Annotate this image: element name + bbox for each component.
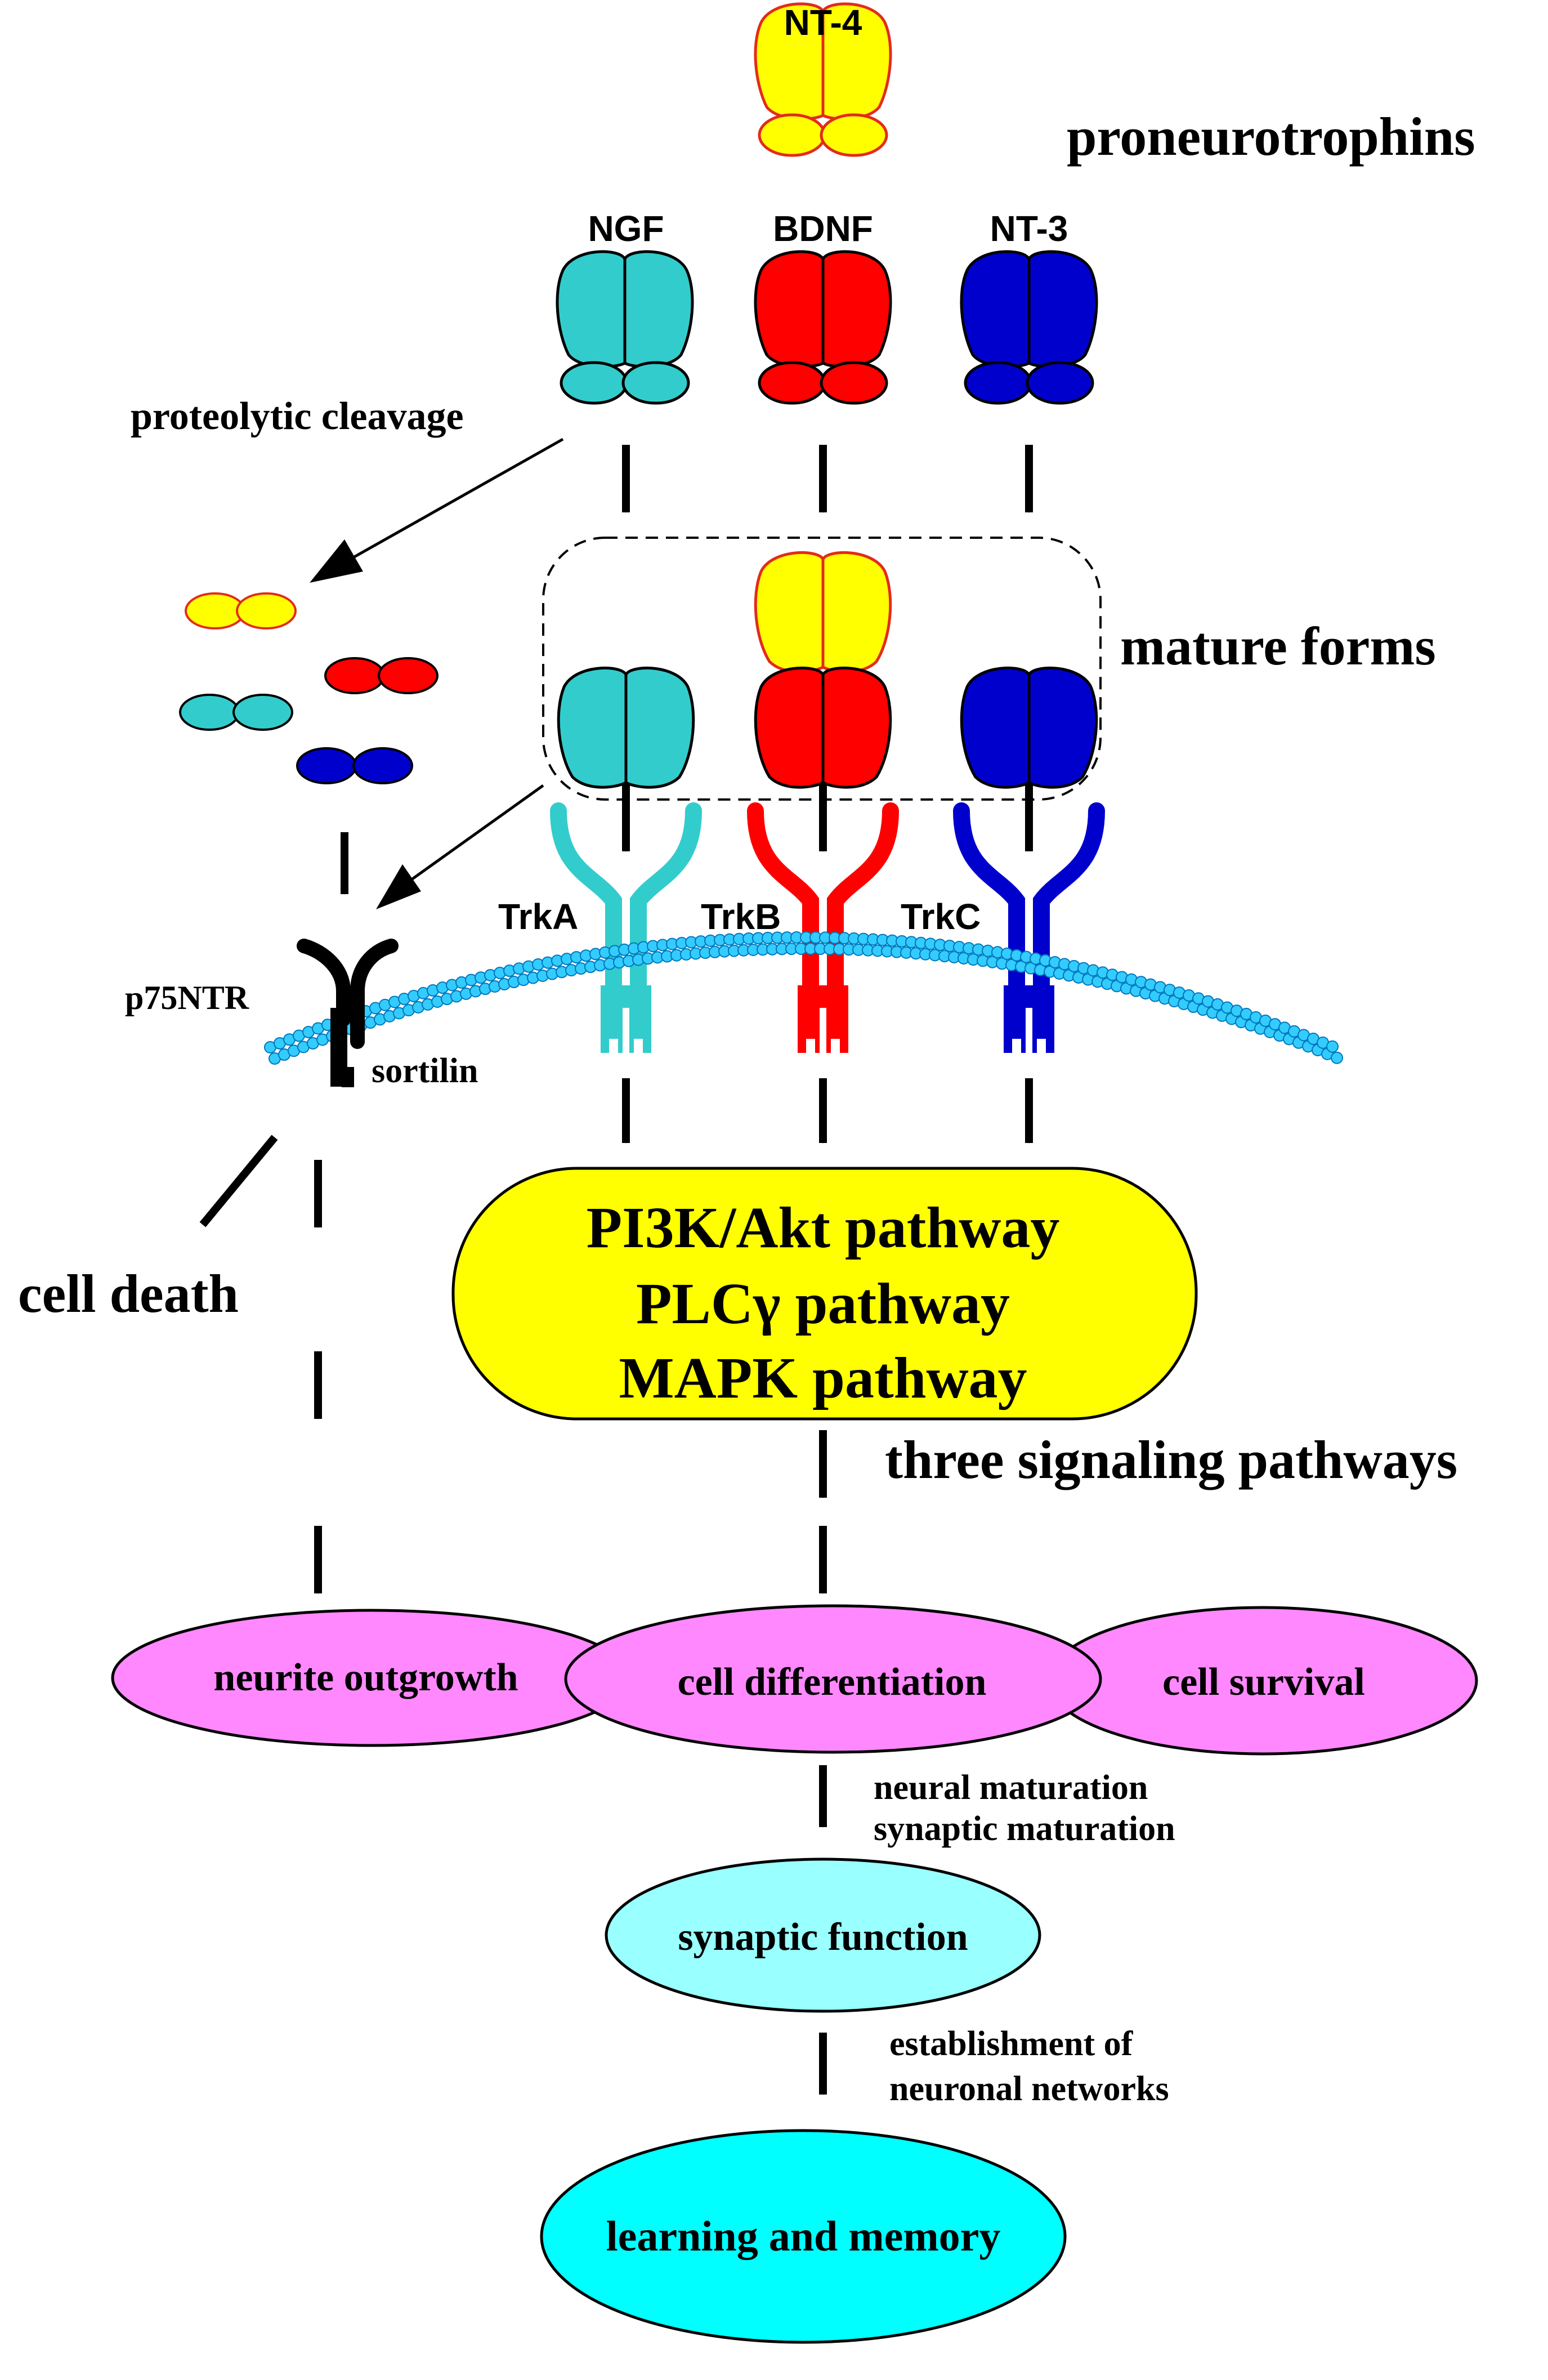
neuronal-networks-label: neuronal networks [889,2070,1169,2108]
trkc-label: TrkC [901,896,981,937]
three-signaling-pathways-label: three signaling pathways [885,1430,1457,1490]
signaling-pathways-box [451,1167,1198,1421]
learning-memory-label: learning and memory [606,2213,1001,2260]
sortilin-label: sortilin [372,1052,478,1090]
establishment-of-label: establishment of [889,2025,1134,2063]
trkc-kinase-domain [1004,985,1054,1053]
p75-to-cell-death-arrow [199,1135,278,1227]
trkc-receptor-icon [953,802,1105,999]
neural-maturation-label: neural maturation [874,1769,1148,1807]
cleavage-arrow [342,437,564,565]
trka-kinase-domain [601,985,651,1053]
cleavage-arrowhead [310,539,363,583]
cell-survival-label: cell survival [1162,1660,1365,1704]
nt3-mature-dimer-icon [960,666,1098,789]
trkb-label: TrkB [701,896,781,937]
trkb-kinase-domain [798,985,848,1053]
nt4-mature-dimer-icon [754,551,892,673]
pathway-plcg-label: PLCγ pathway [636,1271,1010,1336]
synaptic-function-label: synaptic function [678,1915,968,1959]
bdnf-mature-dimer-icon [754,666,892,789]
nt4-prodomain-fragment [185,592,297,629]
bdnf-label: BDNF [773,208,873,249]
mature-forms-label: mature forms [1120,616,1436,676]
learning-memory-ellipse [540,2129,1067,2344]
pathway-pi3k-label: PI3K/Akt pathway [587,1195,1060,1260]
neurite-outgrowth-label: neurite outgrowth [213,1656,518,1699]
bdnf-prodimer-icon [754,250,892,405]
ngf-mature-dimer-icon [557,666,695,789]
trkb-receptor-icon [747,802,899,999]
cell-membrane [264,931,1343,1065]
p75ntr-label: p75NTR [125,979,249,1016]
sortilin-receptor-icon [330,1008,354,1087]
cell-differentiation-label: cell differentiation [678,1660,987,1704]
nt3-prodomain-fragment [296,747,413,784]
ngf-prodomain-fragment [179,694,293,731]
ngf-label: NGF [588,208,664,249]
cell-differentiation-ellipse [564,1604,1102,1754]
p75ntr-receptor-icon [297,939,399,1049]
synaptic-function-ellipse [605,1857,1041,2013]
proteolytic-cleavage-label: proteolytic cleavage [131,395,464,438]
ngf-prodimer-icon [556,250,694,405]
nt4-label: NT-4 [784,2,862,43]
synaptic-maturation-label: synaptic maturation [874,1810,1175,1848]
nt3-prodimer-icon [960,250,1098,405]
proneurotrophins-label: proneurotrophins [1067,106,1475,167]
nt4-prodimer-icon [754,2,892,157]
nt3-label: NT-3 [990,208,1068,249]
trka-label: TrkA [498,896,578,937]
bdnf-prodomain-fragment [324,657,439,694]
pathway-mapk-label: MAPK pathway [619,1346,1027,1410]
cell-death-label: cell death [18,1263,239,1324]
mature-to-p75-arrowhead [376,864,421,909]
trka-receptor-icon [550,802,702,999]
prodomain-fragments [179,592,439,784]
mature-to-p75-thin-line [404,784,544,886]
